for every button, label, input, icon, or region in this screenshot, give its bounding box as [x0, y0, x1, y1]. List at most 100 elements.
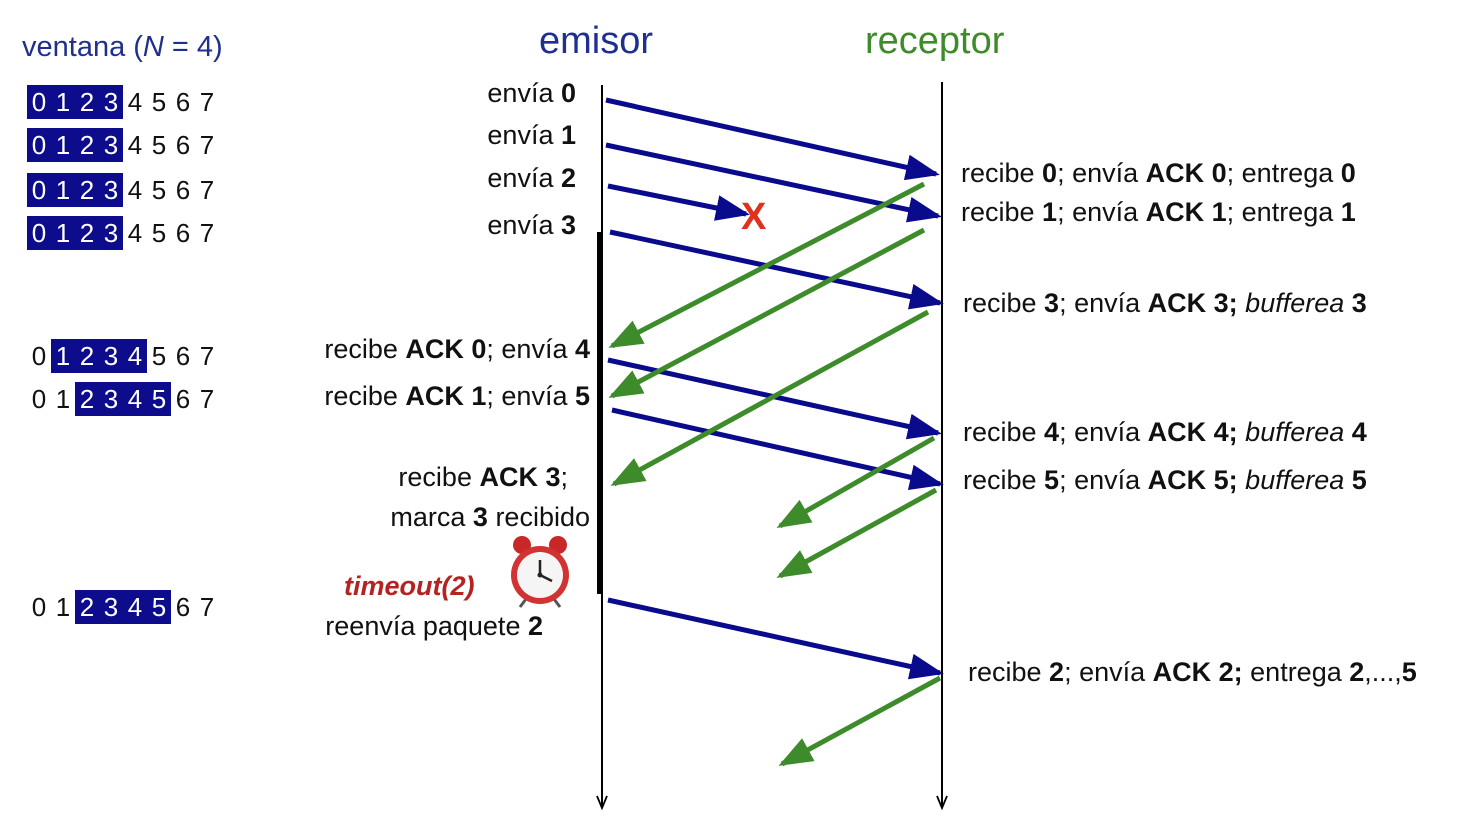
sequence-number: 7 [199, 341, 215, 371]
ack-arrow-1 [608, 227, 926, 399]
label-part: ; envía [1059, 465, 1148, 495]
label-part: 5 [1044, 465, 1060, 495]
receiver-event-label: recibe 3; envía ACK 3; bufferea 3 [963, 288, 1367, 319]
receiver-event-label: recibe 5; envía ACK 5; bufferea 5 [963, 465, 1367, 496]
label-part: bufferea [1245, 465, 1345, 495]
label-part: ACK 3 [479, 462, 561, 492]
sequence-number: 3 [99, 128, 123, 162]
label-part: ; entrega [1226, 197, 1341, 227]
timeout-label: timeout(2) [344, 571, 475, 601]
label-part: 5 [574, 381, 590, 411]
sequence-number: 2 [75, 216, 99, 250]
sequence-number: 0 [27, 173, 51, 207]
label-part: 0 [560, 78, 576, 108]
sequence-number: 5 [147, 590, 171, 624]
sequence-number: 2 [75, 590, 99, 624]
sender-event-label: reenvía paquete 2 [325, 611, 543, 642]
label-part: ACK 1 [1145, 197, 1227, 227]
data-arrow-5 [611, 407, 944, 491]
label-part [1344, 465, 1352, 495]
sender-event-label: recibe ACK 3; [398, 462, 568, 493]
label-part: ACK 2; [1152, 657, 1243, 687]
label-part: 0 [1042, 158, 1058, 188]
label-part: ACK 5; [1147, 465, 1238, 495]
label-part: 2 [560, 163, 576, 193]
sequence-number: 5 [151, 87, 167, 117]
sequence-number: 3 [99, 173, 123, 207]
sequence-number: 0 [31, 341, 47, 371]
label-part: 3 [1044, 288, 1060, 318]
label-part: recibe [324, 334, 406, 364]
sender-event-label: recibe ACK 1; envía 5 [324, 381, 590, 412]
label-part: ACK 3; [1147, 288, 1238, 318]
sequence-number: 0 [31, 384, 47, 414]
ack-arrow-5 [776, 487, 938, 579]
label-part: entrega [1242, 657, 1350, 687]
label-part: 5 [1401, 657, 1417, 687]
sender-event-label: envía 1 [487, 120, 576, 151]
sequence-number: 5 [151, 218, 167, 248]
label-part: 3 [560, 210, 576, 240]
label-part: ; entrega [1226, 158, 1341, 188]
sender-event-label: recibe ACK 0; envía 4 [324, 334, 590, 365]
label-part: 4 [1044, 417, 1060, 447]
sequence-number: 2 [75, 128, 99, 162]
receiver-event-label: recibe 4; envía ACK 4; bufferea 4 [963, 417, 1367, 448]
label-part: marca [390, 502, 473, 532]
sequence-number: 6 [175, 87, 191, 117]
window-title-suffix: = 4) [163, 31, 223, 63]
window-title: ventana (N = 4) [22, 31, 223, 64]
sequence-number: 6 [175, 130, 191, 160]
receiver-timeline-arrowhead [936, 795, 948, 811]
sequence-number: 4 [127, 218, 143, 248]
ack-arrow-4 [776, 435, 936, 529]
label-part [1344, 417, 1352, 447]
sequence-number: 7 [199, 130, 215, 160]
sequence-number: 1 [51, 339, 75, 373]
label-part: recibe [961, 197, 1043, 227]
sequence-number: 4 [127, 130, 143, 160]
sender-header: emisor [539, 20, 654, 62]
label-part: ACK 0 [1145, 158, 1227, 188]
label-part: 3 [472, 502, 488, 532]
sequence-number: 1 [51, 173, 75, 207]
ack-arrow-3 [610, 309, 930, 487]
label-part: reenvía paquete [325, 611, 528, 641]
label-part: 3 [1351, 288, 1367, 318]
sequence-number: 6 [175, 175, 191, 205]
label-part: recibe [963, 417, 1045, 447]
label-part: ; envía [1057, 197, 1146, 227]
sequence-number: 2 [75, 85, 99, 119]
sequence-number: 0 [27, 216, 51, 250]
data-arrow-3 [609, 229, 944, 310]
ack-arrow-0 [608, 181, 926, 349]
sequence-number: 5 [151, 341, 167, 371]
sender-event-label: marca 3 recibido [390, 502, 590, 533]
ack-arrow-2 [778, 675, 942, 767]
receiver-event-label: recibe 2; envía ACK 2; entrega 2,...,5 [968, 657, 1417, 688]
window-title-n: N [142, 31, 164, 63]
sequence-number: 6 [175, 384, 191, 414]
sequence-number: 1 [55, 384, 71, 414]
label-part: ; envía [1059, 288, 1148, 318]
label-part: 2 [1049, 657, 1065, 687]
label-part [1344, 288, 1352, 318]
sequence-number: 0 [27, 128, 51, 162]
sequence-number: 1 [51, 85, 75, 119]
label-part: 2 [1349, 657, 1365, 687]
sequence-number: 6 [175, 218, 191, 248]
sequence-number: 4 [123, 382, 147, 416]
sequence-number: 3 [99, 382, 123, 416]
label-part: recibido [487, 502, 590, 532]
label-part: envía [487, 120, 561, 150]
label-part: ACK 0 [405, 334, 487, 364]
data-arrow-2-lost [607, 183, 750, 221]
sender-event-label: envía 2 [487, 163, 576, 194]
label-part: envía [487, 163, 561, 193]
sequence-number: 4 [127, 87, 143, 117]
receiver-event-label: recibe 0; envía ACK 0; entrega 0 [961, 158, 1356, 189]
